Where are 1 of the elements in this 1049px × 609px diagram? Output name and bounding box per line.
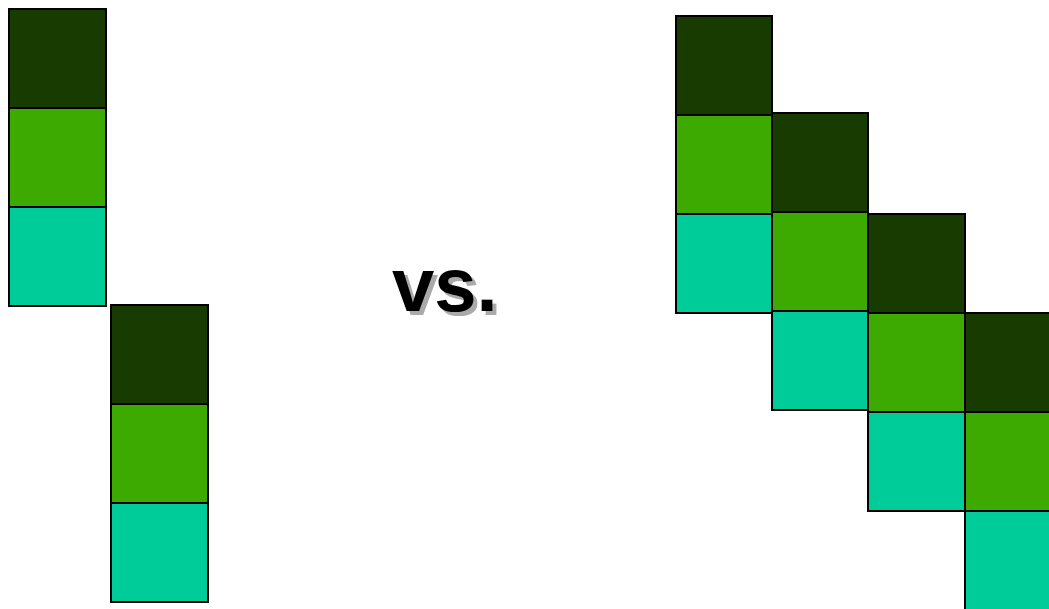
vs-text: vs. (392, 241, 498, 329)
